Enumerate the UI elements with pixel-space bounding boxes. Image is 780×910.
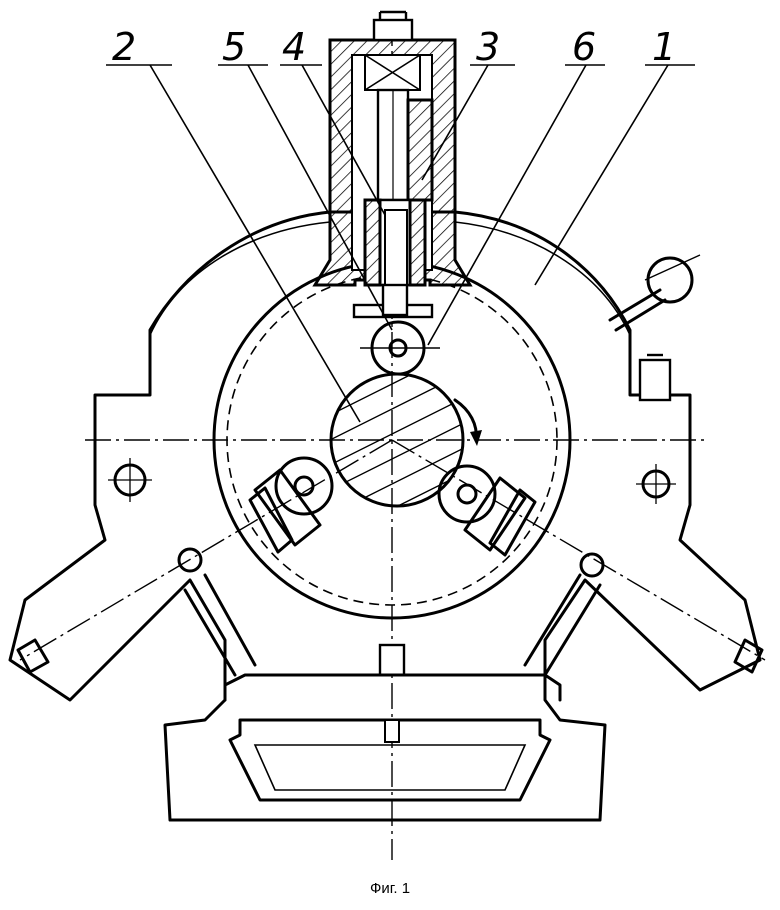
left-arm-end-bolt xyxy=(16,638,50,674)
left-strut-b xyxy=(203,573,257,667)
right-inclined-axis xyxy=(391,439,766,661)
right-strut-a xyxy=(543,583,602,677)
sleeve-part-3 xyxy=(406,98,434,202)
base-slot xyxy=(384,719,400,743)
right-roller-flange xyxy=(488,488,537,557)
insert-hatch-right xyxy=(408,198,427,287)
rotation-arrowhead xyxy=(470,430,482,446)
knob-axis xyxy=(644,254,701,281)
left-roller-flange xyxy=(248,486,294,554)
right-arm-end-bolt xyxy=(733,638,764,674)
lever-arm xyxy=(608,288,662,322)
callout-1: 1 xyxy=(652,25,676,69)
support-roller-right xyxy=(437,464,497,524)
bottom-stud xyxy=(378,643,406,677)
right-stud xyxy=(638,358,672,402)
right-strut-b xyxy=(523,573,582,667)
base-tray-inner xyxy=(253,744,527,791)
lever-arm-2 xyxy=(614,298,667,332)
right-roller-holder xyxy=(463,476,527,552)
top-bolt-head xyxy=(372,18,414,42)
leader-lines xyxy=(106,64,695,423)
plunger xyxy=(384,209,408,286)
left-arm-bolt xyxy=(177,547,203,573)
figure-caption: Фиг. 1 xyxy=(369,880,411,897)
base-tray xyxy=(228,718,552,802)
lever-ball-knob xyxy=(646,256,694,304)
support-roller-right-pin xyxy=(456,483,478,505)
callout-5: 5 xyxy=(222,25,246,69)
callout-3: 3 xyxy=(476,25,500,69)
left-roller-holder xyxy=(253,468,322,547)
bearing-cross-b xyxy=(364,54,421,91)
support-roller-left xyxy=(274,456,334,516)
support-roller-left-pin xyxy=(293,475,315,497)
callout-2: 2 xyxy=(112,25,136,69)
shell-arc-left xyxy=(149,221,331,336)
shell-arc-right xyxy=(454,221,631,336)
callout-6: 6 xyxy=(572,25,596,69)
base-frame-top xyxy=(223,673,562,702)
right-arm-bolt xyxy=(579,552,605,578)
left-strut-a xyxy=(183,588,237,677)
callout-4: 4 xyxy=(282,25,306,69)
insert-hatch xyxy=(363,198,382,287)
housing-outline xyxy=(8,210,762,822)
follower-rod xyxy=(381,283,409,317)
